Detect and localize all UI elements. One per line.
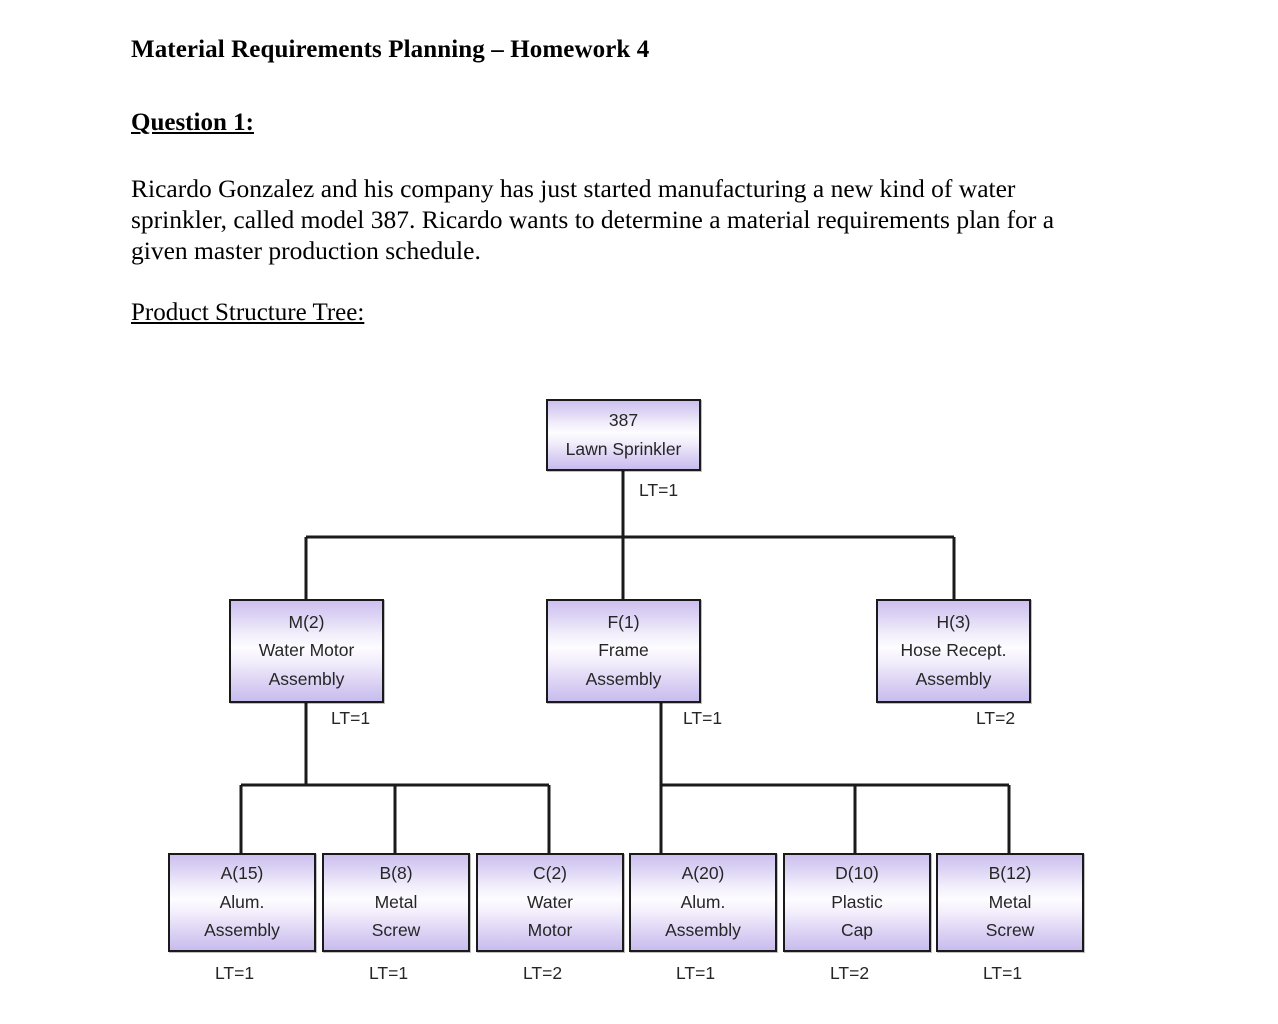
node-code: B(12) xyxy=(988,863,1032,884)
node-name-line2: Screw xyxy=(985,920,1035,941)
node-name-line1: Alum. xyxy=(219,891,265,912)
document-body: Material Requirements Planning – Homewor… xyxy=(131,34,1111,327)
node-name-line1: Metal xyxy=(988,891,1032,912)
question-heading: Question 1: xyxy=(131,65,1111,137)
lt-label-c2: LT=2 xyxy=(523,963,563,983)
node-name-line2: Assembly xyxy=(268,668,345,689)
lt-label-a20: LT=1 xyxy=(676,963,716,983)
tree-node-m2[interactable]: M(2) Water Motor Assembly xyxy=(229,599,384,703)
node-name-line1: Frame xyxy=(598,640,649,661)
node-name-line2: Cap xyxy=(840,920,874,941)
lt-label-387: LT=1 xyxy=(639,480,679,500)
node-code: A(20) xyxy=(681,863,725,884)
lt-label-h3: LT=2 xyxy=(976,708,1016,728)
tree-node-a15[interactable]: A(15) Alum. Assembly xyxy=(168,853,316,952)
node-name-line2: Motor xyxy=(527,920,573,941)
lt-label-b12: LT=1 xyxy=(983,963,1023,983)
question-heading-text: Question 1: xyxy=(131,109,254,137)
lt-label-a15: LT=1 xyxy=(215,963,255,983)
lt-label-b8: LT=1 xyxy=(369,963,409,983)
node-name-line1: Plastic xyxy=(831,891,883,912)
tree-node-a20[interactable]: A(20) Alum. Assembly xyxy=(629,853,777,952)
node-code: B(8) xyxy=(379,863,413,884)
node-code: H(3) xyxy=(936,611,971,632)
tree-node-f1[interactable]: F(1) Frame Assembly xyxy=(546,599,701,703)
question-paragraph: Ricardo Gonzalez and his company has jus… xyxy=(131,174,1055,266)
tree-node-b8[interactable]: B(8) Metal Screw xyxy=(322,853,470,952)
node-name-line1: Lawn Sprinkler xyxy=(565,439,682,459)
lt-label-m2: LT=1 xyxy=(331,708,371,728)
node-name-line1: Metal xyxy=(374,891,418,912)
node-code: 387 xyxy=(608,409,639,430)
node-code: D(10) xyxy=(835,863,879,884)
product-structure-tree-heading: Product Structure Tree: xyxy=(131,266,1111,327)
node-name-line2: Assembly xyxy=(665,920,741,941)
node-name-line2: Assembly xyxy=(585,668,662,689)
tree-node-d10[interactable]: D(10) Plastic Cap xyxy=(783,853,931,952)
tree-node-h3[interactable]: H(3) Hose Recept. Assembly xyxy=(876,599,1031,703)
node-code: C(2) xyxy=(532,863,568,884)
tree-node-387[interactable]: 387 Lawn Sprinkler xyxy=(546,399,701,471)
lt-label-d10: LT=2 xyxy=(830,963,870,983)
tree-node-c2[interactable]: C(2) Water Motor xyxy=(476,853,624,952)
node-name-line1: Water Motor xyxy=(258,640,355,661)
tree-node-b12[interactable]: B(12) Metal Screw xyxy=(936,853,1084,952)
node-name-line1: Water xyxy=(526,891,574,912)
node-code: M(2) xyxy=(288,611,325,632)
node-name-line2: Assembly xyxy=(915,668,992,689)
node-name-line1: Hose Recept. xyxy=(900,640,1007,661)
node-name-line1: Alum. xyxy=(680,891,726,912)
node-code: F(1) xyxy=(607,611,640,632)
node-name-line2: Screw xyxy=(371,920,421,941)
sub-heading-text: Product Structure Tree: xyxy=(131,299,365,327)
lt-label-f1: LT=1 xyxy=(683,708,723,728)
node-code: A(15) xyxy=(220,863,264,884)
page-title: Material Requirements Planning – Homewor… xyxy=(131,36,650,63)
node-name-line2: Assembly xyxy=(204,920,280,941)
